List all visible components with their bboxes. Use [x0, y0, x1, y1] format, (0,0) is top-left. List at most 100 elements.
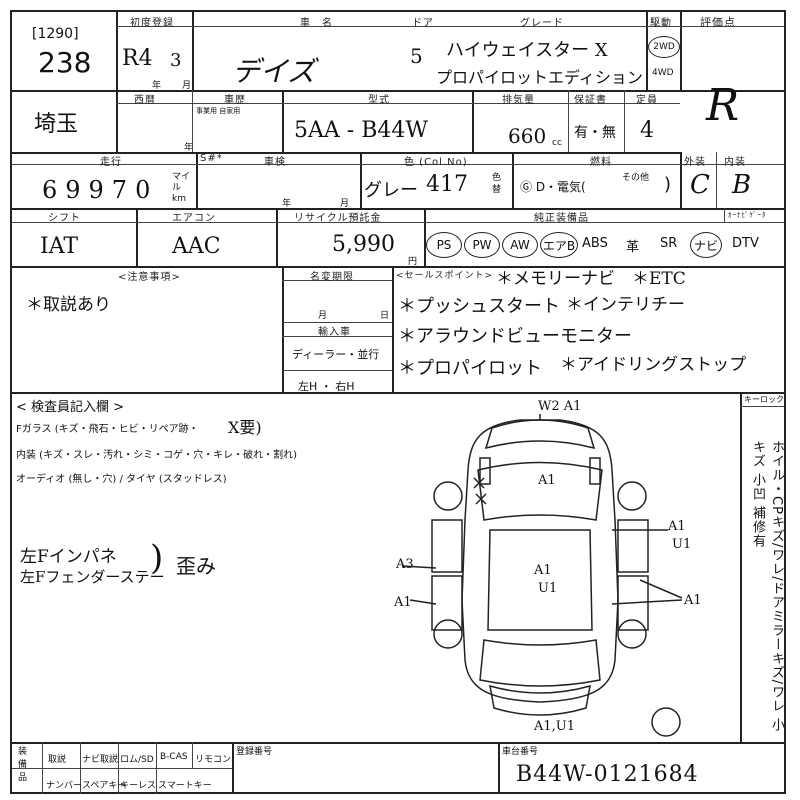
inspector-title: < 検査員記入欄 >	[16, 400, 125, 415]
s-label: S#*	[200, 153, 223, 164]
equip-airbag: エアB	[540, 232, 578, 258]
color-number: 417	[426, 172, 468, 197]
diagram-hood: A1	[537, 473, 556, 488]
shift-label: シフト	[48, 213, 81, 224]
shift-value: IAT	[40, 234, 79, 259]
grade-line-2: プロパイロットエディション	[436, 68, 643, 87]
prefecture: 埼玉	[34, 112, 79, 137]
diagram-top-label: W2 A1	[538, 399, 581, 414]
fuel-options: Ⓖ D・電気(	[520, 180, 586, 194]
car-name: デイズ	[232, 55, 316, 88]
footer-item-bcas: B-CAS	[160, 752, 188, 762]
footer-item-manual: 取説	[48, 755, 67, 765]
equip-sr: SR	[660, 236, 678, 251]
history-label: 車歴	[224, 95, 246, 106]
displacement-label: 排気量	[502, 95, 535, 106]
name-change-month: 月	[318, 311, 328, 321]
grade-line-1: ハイウェイスター X	[446, 40, 608, 61]
drive-2wd-circled: 2WD	[648, 36, 680, 58]
sales-point-2a: ＊プッシュスタート	[398, 296, 560, 317]
left-rear-door	[431, 575, 463, 631]
sales-point-3: ＊アラウンドビューモニター	[398, 326, 632, 347]
year-unit-2: 年	[184, 143, 194, 153]
recycle-value: 5,990	[332, 232, 395, 257]
footer-item-smart-key: スマートキー	[158, 781, 212, 791]
car-body-outline	[461, 419, 619, 703]
spare-wheel	[651, 707, 681, 737]
model-code: 5AA - B44W	[294, 118, 428, 143]
displacement: 660	[508, 124, 547, 148]
reg-number-label: 登録番号	[236, 747, 273, 757]
sales-point-1b: ＊ETC	[632, 269, 686, 289]
aircon-value: AAC	[172, 234, 221, 259]
mileage: 69970	[42, 176, 159, 204]
history-sub: 事業用 自家用	[196, 107, 241, 115]
diagram-rear: A1,U1	[533, 719, 575, 734]
diagram-right-rear: A1	[683, 593, 702, 608]
sales-point-4b: ＊アイドリングストップ	[560, 355, 747, 375]
import-label: 輸入車	[318, 327, 351, 338]
footer-item-remote: リモコン	[195, 755, 232, 765]
lot-number: 238	[38, 46, 92, 79]
door-label: ドア	[412, 18, 434, 29]
diagram-roof-b: U1	[538, 581, 557, 596]
sheet-frame	[10, 10, 786, 794]
model-label: 型式	[368, 95, 390, 106]
yen-unit: 円	[408, 257, 418, 267]
footer-item-navi-manual: ナビ取説	[82, 755, 119, 765]
wheel-rear-left	[433, 619, 463, 649]
recycle-label: リサイクル預託金	[294, 213, 382, 224]
warranty-label: 保証書	[574, 95, 607, 106]
interior-line: 内装 (キズ・スレ・汚れ・シミ・コゲ・穴・キレ・破れ・割れ)	[16, 450, 297, 461]
grade-label: グレード	[520, 18, 564, 29]
exterior-grade: C	[690, 170, 710, 200]
carnavi-label: ｶｰﾅﾋﾞｹﾞｰﾀ	[728, 211, 767, 219]
x-mark-1	[473, 477, 485, 489]
drive-label: 駆動	[650, 18, 672, 29]
sales-point-2b: ＊インテリチー	[566, 295, 685, 315]
inspection-month-unit: 月	[340, 199, 350, 209]
diagram-right-front: A1	[667, 519, 686, 534]
color-change: 色替	[492, 173, 502, 195]
first-reg-label: 初度登録	[130, 18, 174, 29]
first-reg-month: 3	[170, 50, 182, 71]
hand-note-1: 左Fインパネ	[20, 547, 117, 567]
equip-abs: ABS	[582, 236, 608, 251]
hand-note-3: 歪み	[176, 554, 216, 578]
left-front-door	[431, 519, 463, 573]
color-label: 色 (Col.No)	[404, 157, 468, 168]
fuel-other: その他	[622, 173, 650, 183]
wheel-front-right	[617, 481, 647, 511]
footer-item-number: ナンバー	[46, 781, 83, 791]
aircon-label: エアコン	[172, 213, 216, 224]
audio-tire-line: オーディオ (無し・穴) / タイヤ (スタッドレス)	[16, 474, 227, 485]
inspection-year-unit: 年	[282, 199, 292, 209]
year-unit: 年	[152, 81, 162, 91]
glass-line: Fガラス (キズ・飛石・ヒビ・リペア跡・	[16, 424, 199, 435]
drive-4wd: 4WD	[652, 68, 674, 78]
diagram-right-front-b: U1	[672, 537, 691, 552]
exterior-label: 外装	[684, 157, 706, 168]
lot-code: [1290]	[32, 26, 79, 42]
interior-label: 内装	[724, 157, 746, 168]
rear-window	[479, 639, 601, 687]
front-bumper	[484, 419, 596, 450]
roof	[487, 529, 593, 631]
right-mirror	[589, 457, 601, 485]
diagram-roof-a: A1	[533, 563, 552, 578]
right-rear-door	[617, 575, 649, 631]
equip-leather: 革	[626, 240, 640, 255]
fuel-close-paren: )	[664, 174, 672, 195]
cc-unit: cc	[552, 138, 562, 148]
steering-label: 左H ・ 右H	[298, 380, 355, 393]
equip-navi: ナビ	[690, 232, 722, 258]
warranty-value: 有・無	[574, 125, 616, 141]
fuel-label: 燃料	[590, 157, 612, 168]
right-front-door	[617, 519, 649, 573]
sales-label: <セールスポイント>	[396, 271, 494, 281]
western-year-label: 西暦	[134, 95, 156, 106]
footer-item-rom-sd: ロム/SD	[120, 755, 154, 765]
wheel-front-left	[433, 481, 463, 511]
note-bracket: )	[150, 538, 164, 578]
